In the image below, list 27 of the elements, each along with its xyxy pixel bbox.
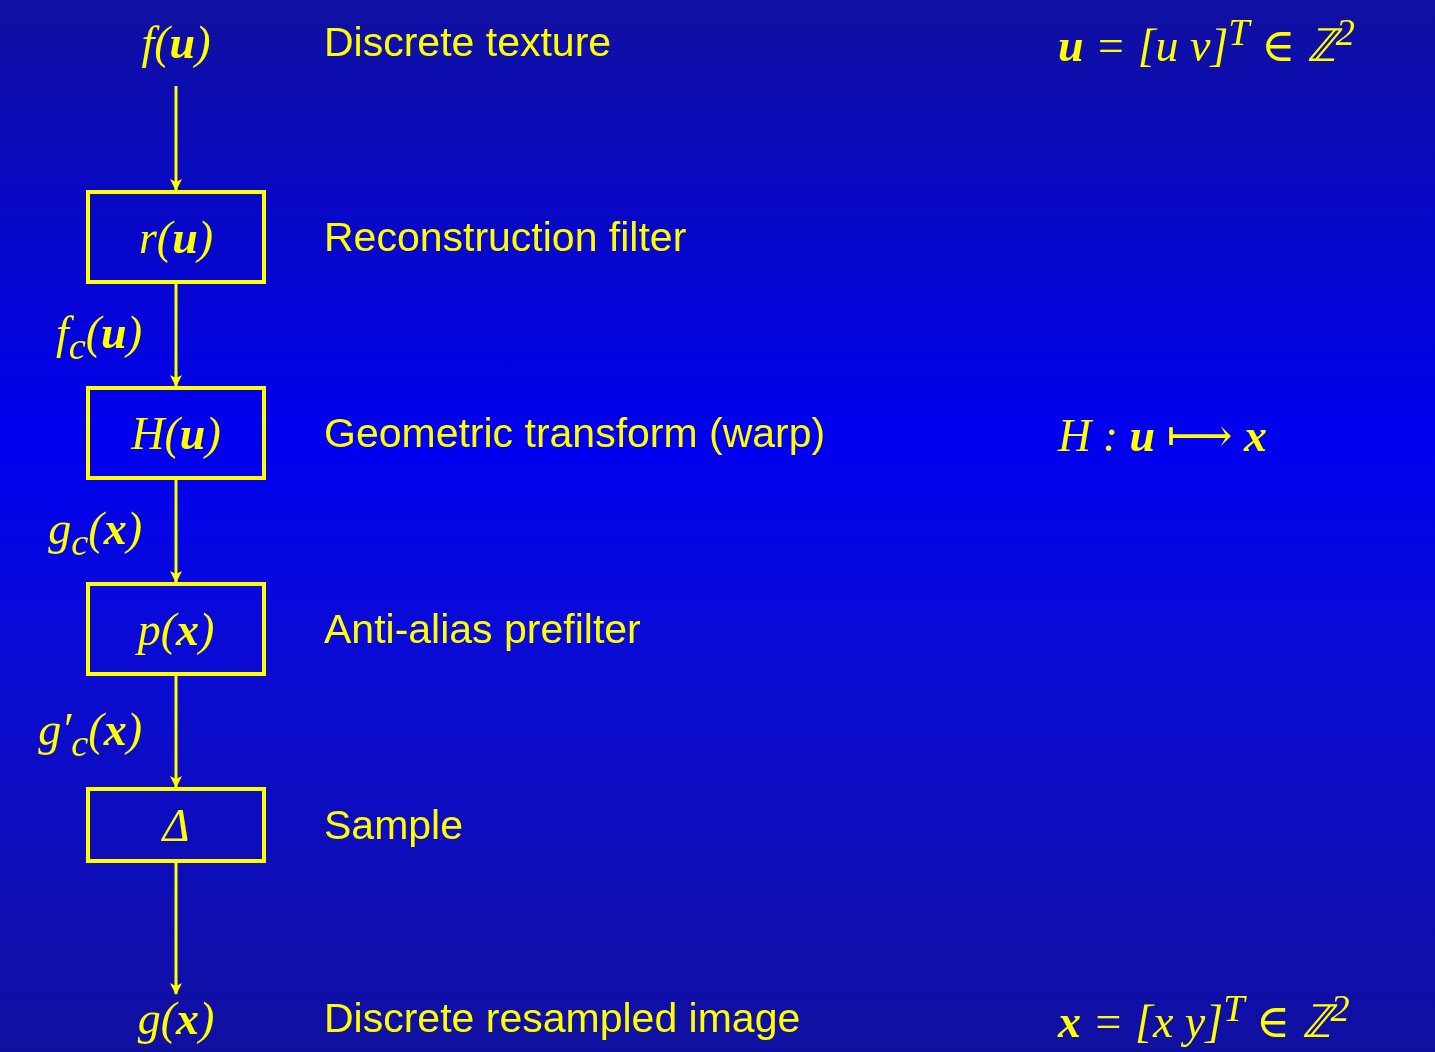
arrow — [170, 284, 182, 387]
math-formula: H : u ⟼ x — [1058, 409, 1268, 462]
description-text: Discrete resampled image — [324, 994, 801, 1042]
math-label: f(u) — [96, 10, 256, 74]
arrow — [170, 863, 182, 995]
description-text: Anti-alias prefilter — [324, 605, 641, 653]
process-box — [86, 386, 266, 480]
arrow — [170, 86, 182, 191]
math-label: r(u) — [138, 210, 214, 264]
process-box — [86, 190, 266, 284]
math-formula: x = [x y]$^{T}$ ∈ ℤ$^{2}$ — [1058, 985, 1350, 1050]
arrow — [170, 480, 182, 583]
edge-label: g$_{c}$(x) — [48, 502, 142, 564]
math-label: Δ — [162, 798, 190, 852]
description-text: Discrete texture — [324, 18, 612, 66]
math-formula: u = [u v]$^{T}$ ∈ ℤ$^{2}$ — [1058, 9, 1355, 74]
math-label: g(x) — [96, 986, 256, 1050]
process-box — [86, 582, 266, 676]
description-text: Sample — [324, 801, 463, 849]
process-box — [86, 787, 266, 863]
description-text: Reconstruction filter — [324, 213, 687, 261]
edge-label: f$_{c}$(u) — [55, 306, 142, 368]
math-label: p(x) — [137, 602, 215, 656]
edge-label: g′$_{c}$(x) — [38, 702, 142, 765]
arrow — [170, 676, 182, 788]
description-text: Geometric transform (warp) — [324, 409, 826, 457]
math-label: H(u) — [131, 406, 221, 460]
